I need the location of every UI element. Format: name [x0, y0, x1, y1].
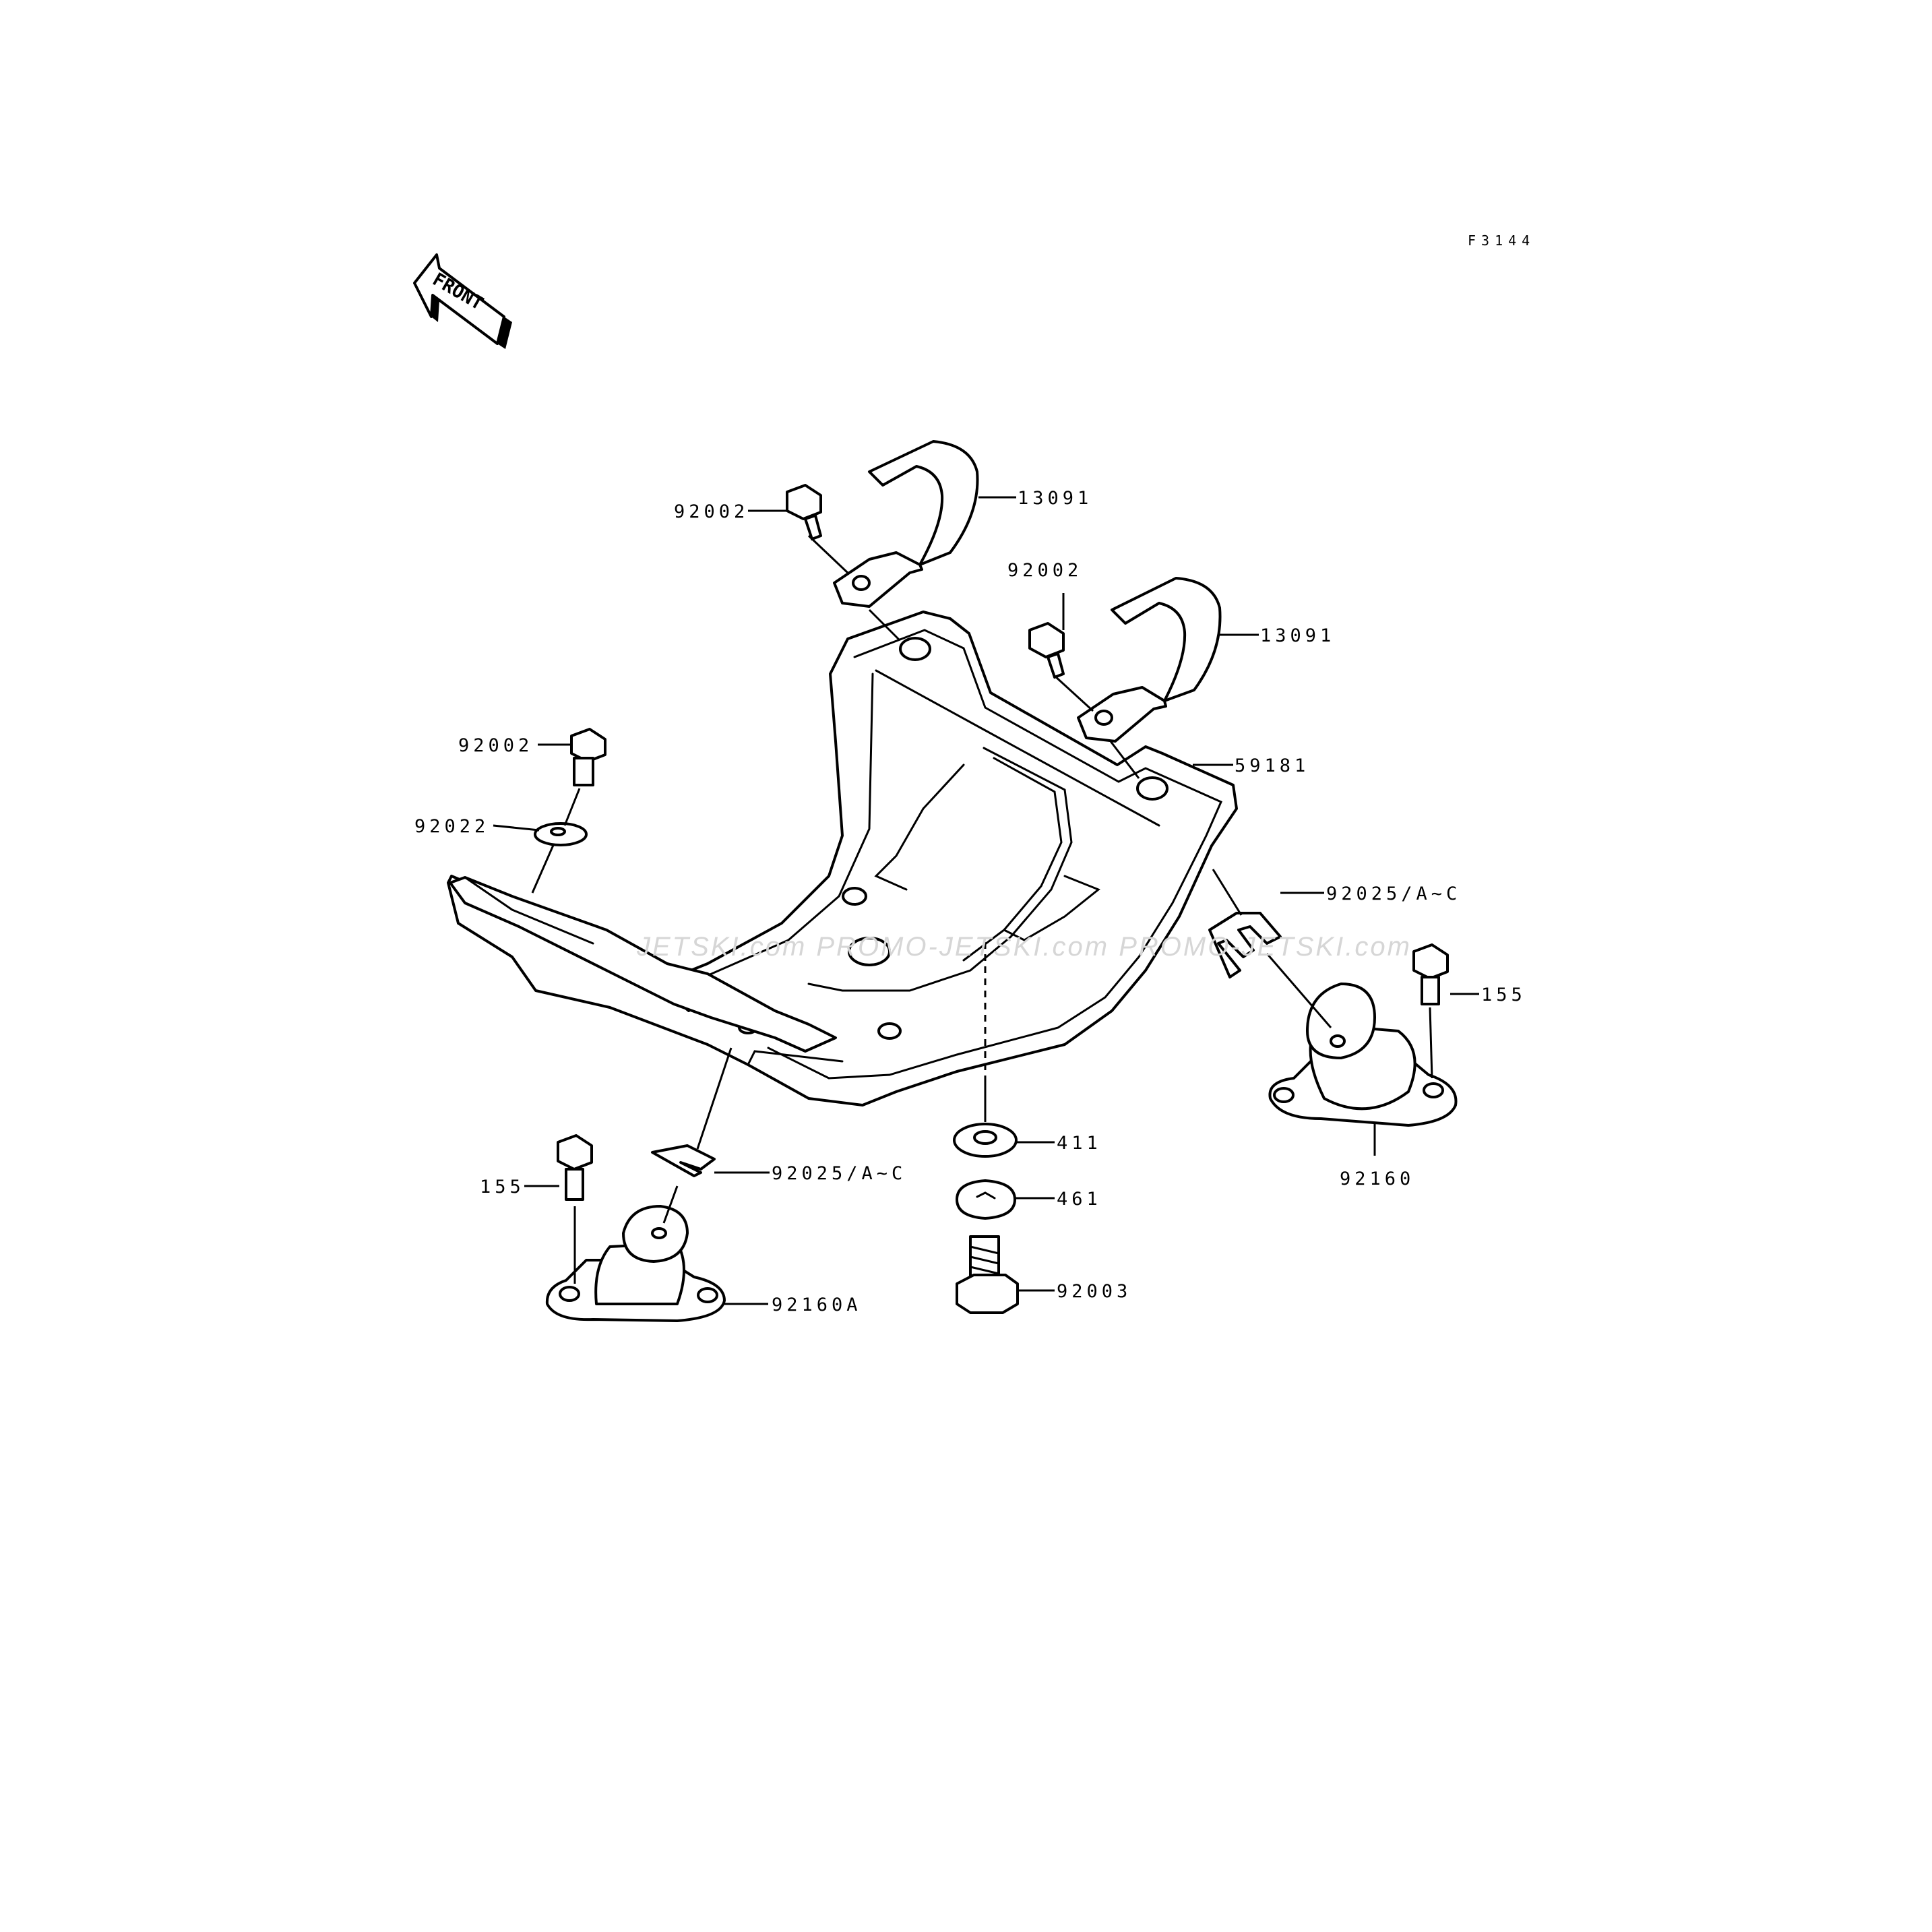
- bolt-92003: [956, 1235, 1019, 1314]
- callout-92025-right: 92025/A~C: [1326, 883, 1461, 904]
- bolt-92002-left: [570, 728, 606, 786]
- callout-92160A: 92160A: [772, 1295, 862, 1315]
- tube-clamp-top: [833, 440, 979, 608]
- callout-leaders: [493, 496, 1479, 1305]
- washer-411: [953, 1123, 1018, 1158]
- callout-411: 411: [1057, 1133, 1102, 1154]
- callout-155-left: 155: [480, 1177, 525, 1197]
- bolt-155-left: [557, 1134, 593, 1201]
- rubber-mount-92160: [1268, 983, 1458, 1127]
- watermark: JETSKI.com PROMO-JETSKI.com PROMO-JETSKI…: [636, 932, 1412, 962]
- assembly-lines: [531, 534, 1433, 1284]
- callout-13091-mid: 13091: [1260, 625, 1335, 646]
- bolt-155-right: [1412, 943, 1449, 1005]
- callout-59181: 59181: [1235, 755, 1309, 776]
- callout-92160: 92160: [1340, 1168, 1414, 1189]
- diagram-code: F3144: [1468, 232, 1535, 249]
- bolt-92002-top: [786, 484, 822, 540]
- callout-92022: 92022: [414, 816, 489, 837]
- callout-92025-left: 92025/A~C: [772, 1163, 906, 1184]
- lock-washer-461: [956, 1179, 1016, 1220]
- front-arrow-icon: FRONT: [413, 253, 512, 349]
- callout-155-right: 155: [1481, 985, 1526, 1005]
- callout-13091-top: 13091: [1018, 488, 1092, 509]
- engine-mount-bracket: [447, 611, 1238, 1107]
- callout-92002-left: 92002: [458, 735, 533, 756]
- washer-92022: [534, 822, 588, 846]
- side-strap: [449, 876, 837, 1053]
- callout-92003: 92003: [1057, 1281, 1131, 1302]
- rubber-mount-92160A: [545, 1205, 726, 1322]
- clip-92025-left: [651, 1144, 716, 1177]
- callout-461: 461: [1057, 1189, 1102, 1210]
- bolt-92002-mid: [1028, 622, 1065, 679]
- clip-92025-right: [1208, 912, 1282, 978]
- callout-labels: 92002 13091 92002 13091 92002 92022 5918…: [414, 488, 1526, 1315]
- callout-92002-top: 92002: [674, 501, 749, 522]
- callout-92002-mid: 92002: [1007, 560, 1082, 581]
- tube-clamp-mid: [1077, 577, 1222, 743]
